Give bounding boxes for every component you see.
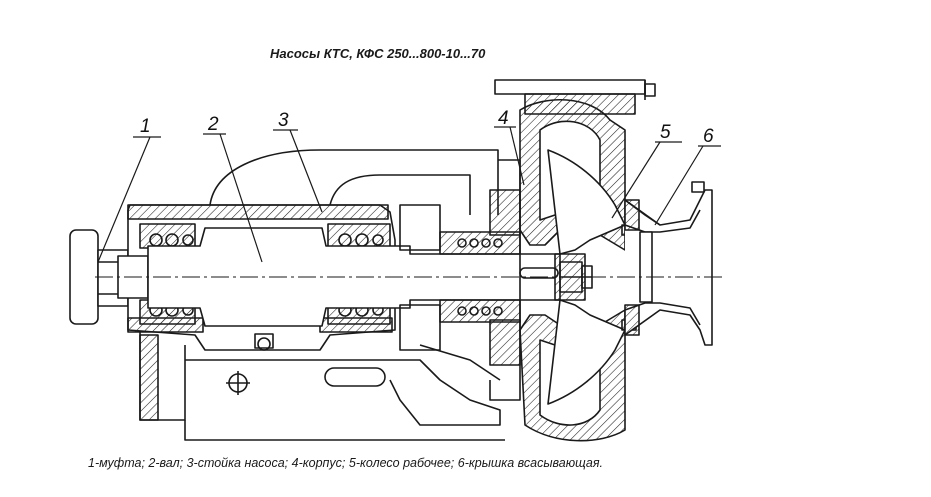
callout-4: 4: [498, 108, 509, 129]
legend-caption: 1-муфта; 2-вал; 3-стойка насоса; 4-корпу…: [88, 456, 603, 470]
callout-3: 3: [278, 110, 289, 131]
suction-cover: [624, 181, 713, 346]
callout-2: 2: [207, 114, 219, 135]
seal-housing: [399, 204, 521, 351]
callout-6: 6: [703, 126, 714, 147]
callout-1: 1: [140, 116, 151, 137]
impeller: [547, 149, 637, 405]
callout-5: 5: [660, 122, 671, 143]
drawing-title: Насосы КТС, КФС 250...800-10...70: [270, 46, 486, 61]
coupling: [69, 229, 129, 325]
